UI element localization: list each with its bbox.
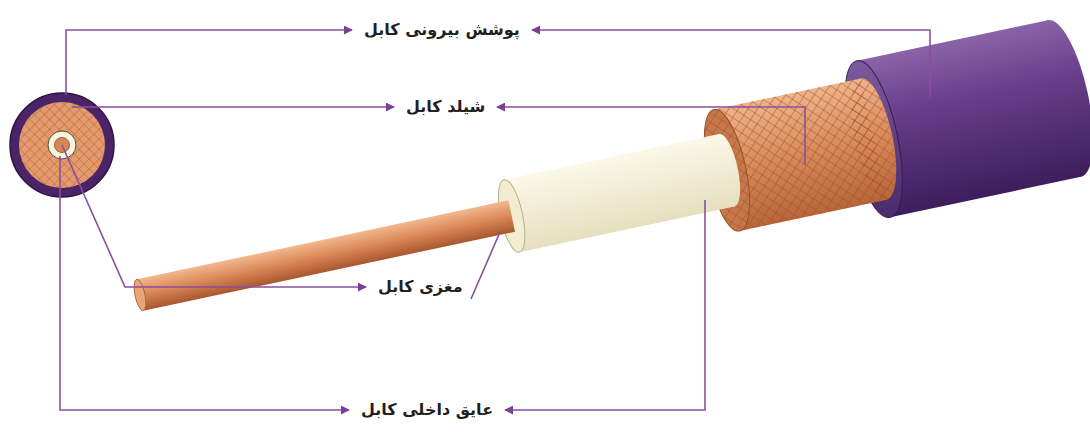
cable-body	[118, 15, 1090, 374]
jacket-end	[1024, 15, 1090, 181]
leader-line	[532, 30, 930, 97]
leader-line	[62, 145, 366, 287]
part-label: شیلد کابل	[404, 97, 487, 117]
leader-line	[505, 200, 705, 410]
leader-line	[66, 30, 352, 95]
leader-line	[60, 156, 349, 410]
leader-line	[471, 232, 500, 299]
cable-core	[137, 200, 515, 310]
shield-weave	[842, 74, 905, 203]
part-label: عایق داخلی کابل	[359, 400, 495, 420]
part-label: پوشش بیرونی کابل	[362, 20, 522, 40]
leader-line	[72, 106, 394, 108]
leader-line	[497, 107, 805, 165]
inner-insulation	[504, 134, 735, 252]
core-tip	[132, 278, 148, 311]
part-label: مغزی کابل	[376, 277, 465, 297]
